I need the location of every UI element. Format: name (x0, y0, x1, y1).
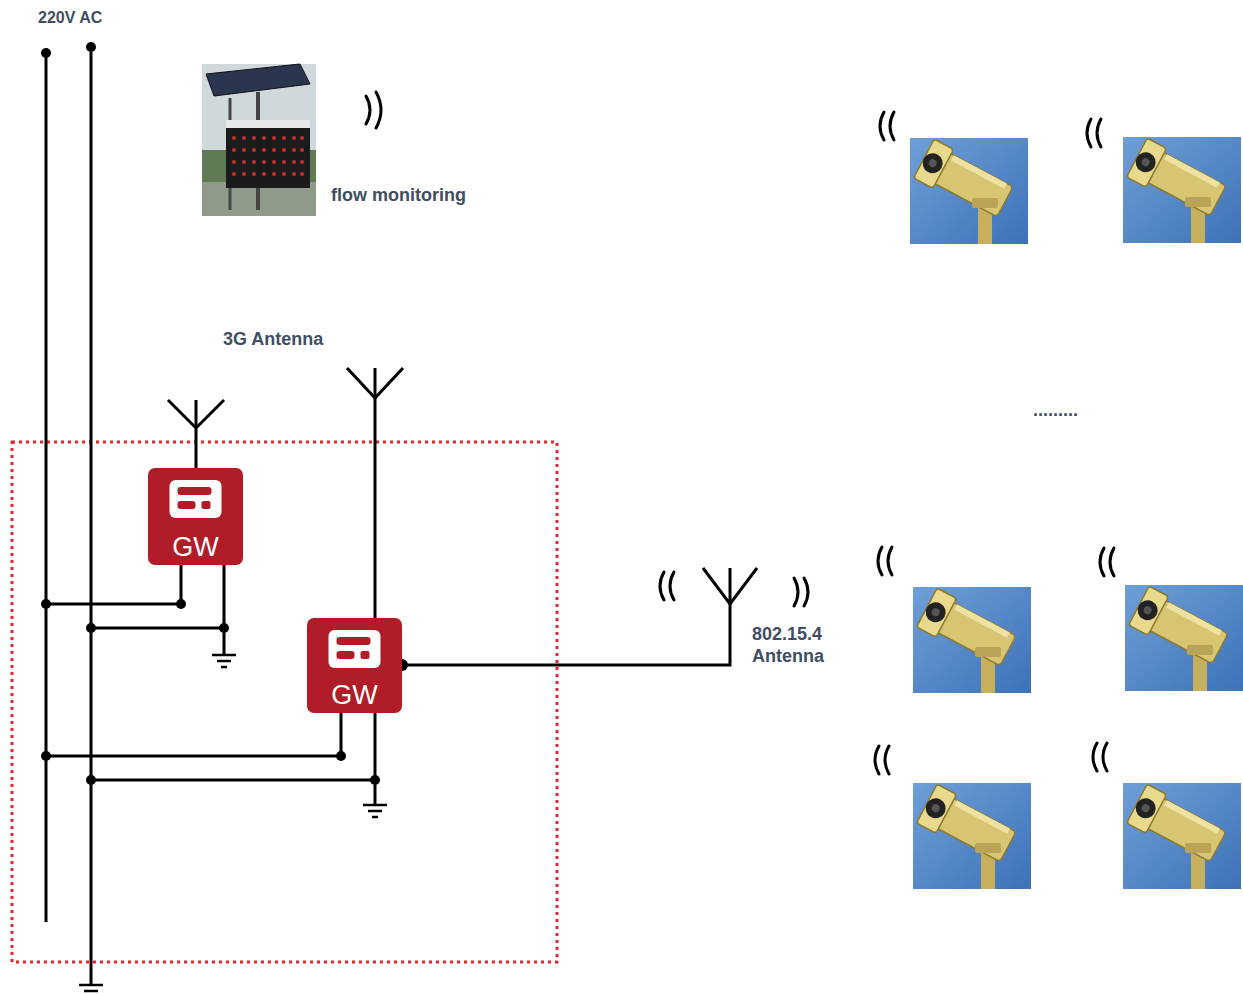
camera-photo (1125, 585, 1243, 691)
radio-waves (366, 92, 1114, 774)
antenna-symbol (168, 368, 757, 604)
gateway-icon (148, 468, 243, 528)
ellipsis-mark: ......... (1033, 400, 1078, 422)
power-wiring (46, 47, 730, 985)
gateway-label: GW (331, 681, 378, 711)
annotation-label: 220V AC (38, 8, 102, 27)
annotation-label: 802.15.4 Antenna (752, 624, 844, 667)
enclosure-outline (12, 442, 557, 962)
junction-dot (41, 42, 408, 785)
annotation-label: flow monitoring (331, 185, 466, 207)
ground-symbol (79, 655, 387, 991)
camera-photo (910, 138, 1028, 244)
flow-sign-photo (202, 64, 316, 216)
gateway-box: GW (148, 468, 243, 565)
camera-photo (913, 587, 1031, 693)
gateway-box: GW (307, 618, 402, 713)
gateway-icon (307, 618, 402, 678)
gateway-label: GW (172, 533, 219, 563)
camera-photo (913, 783, 1031, 889)
annotation-label: 3G Antenna (223, 329, 323, 351)
camera-photo (1123, 783, 1241, 889)
camera-photo (1123, 137, 1241, 243)
